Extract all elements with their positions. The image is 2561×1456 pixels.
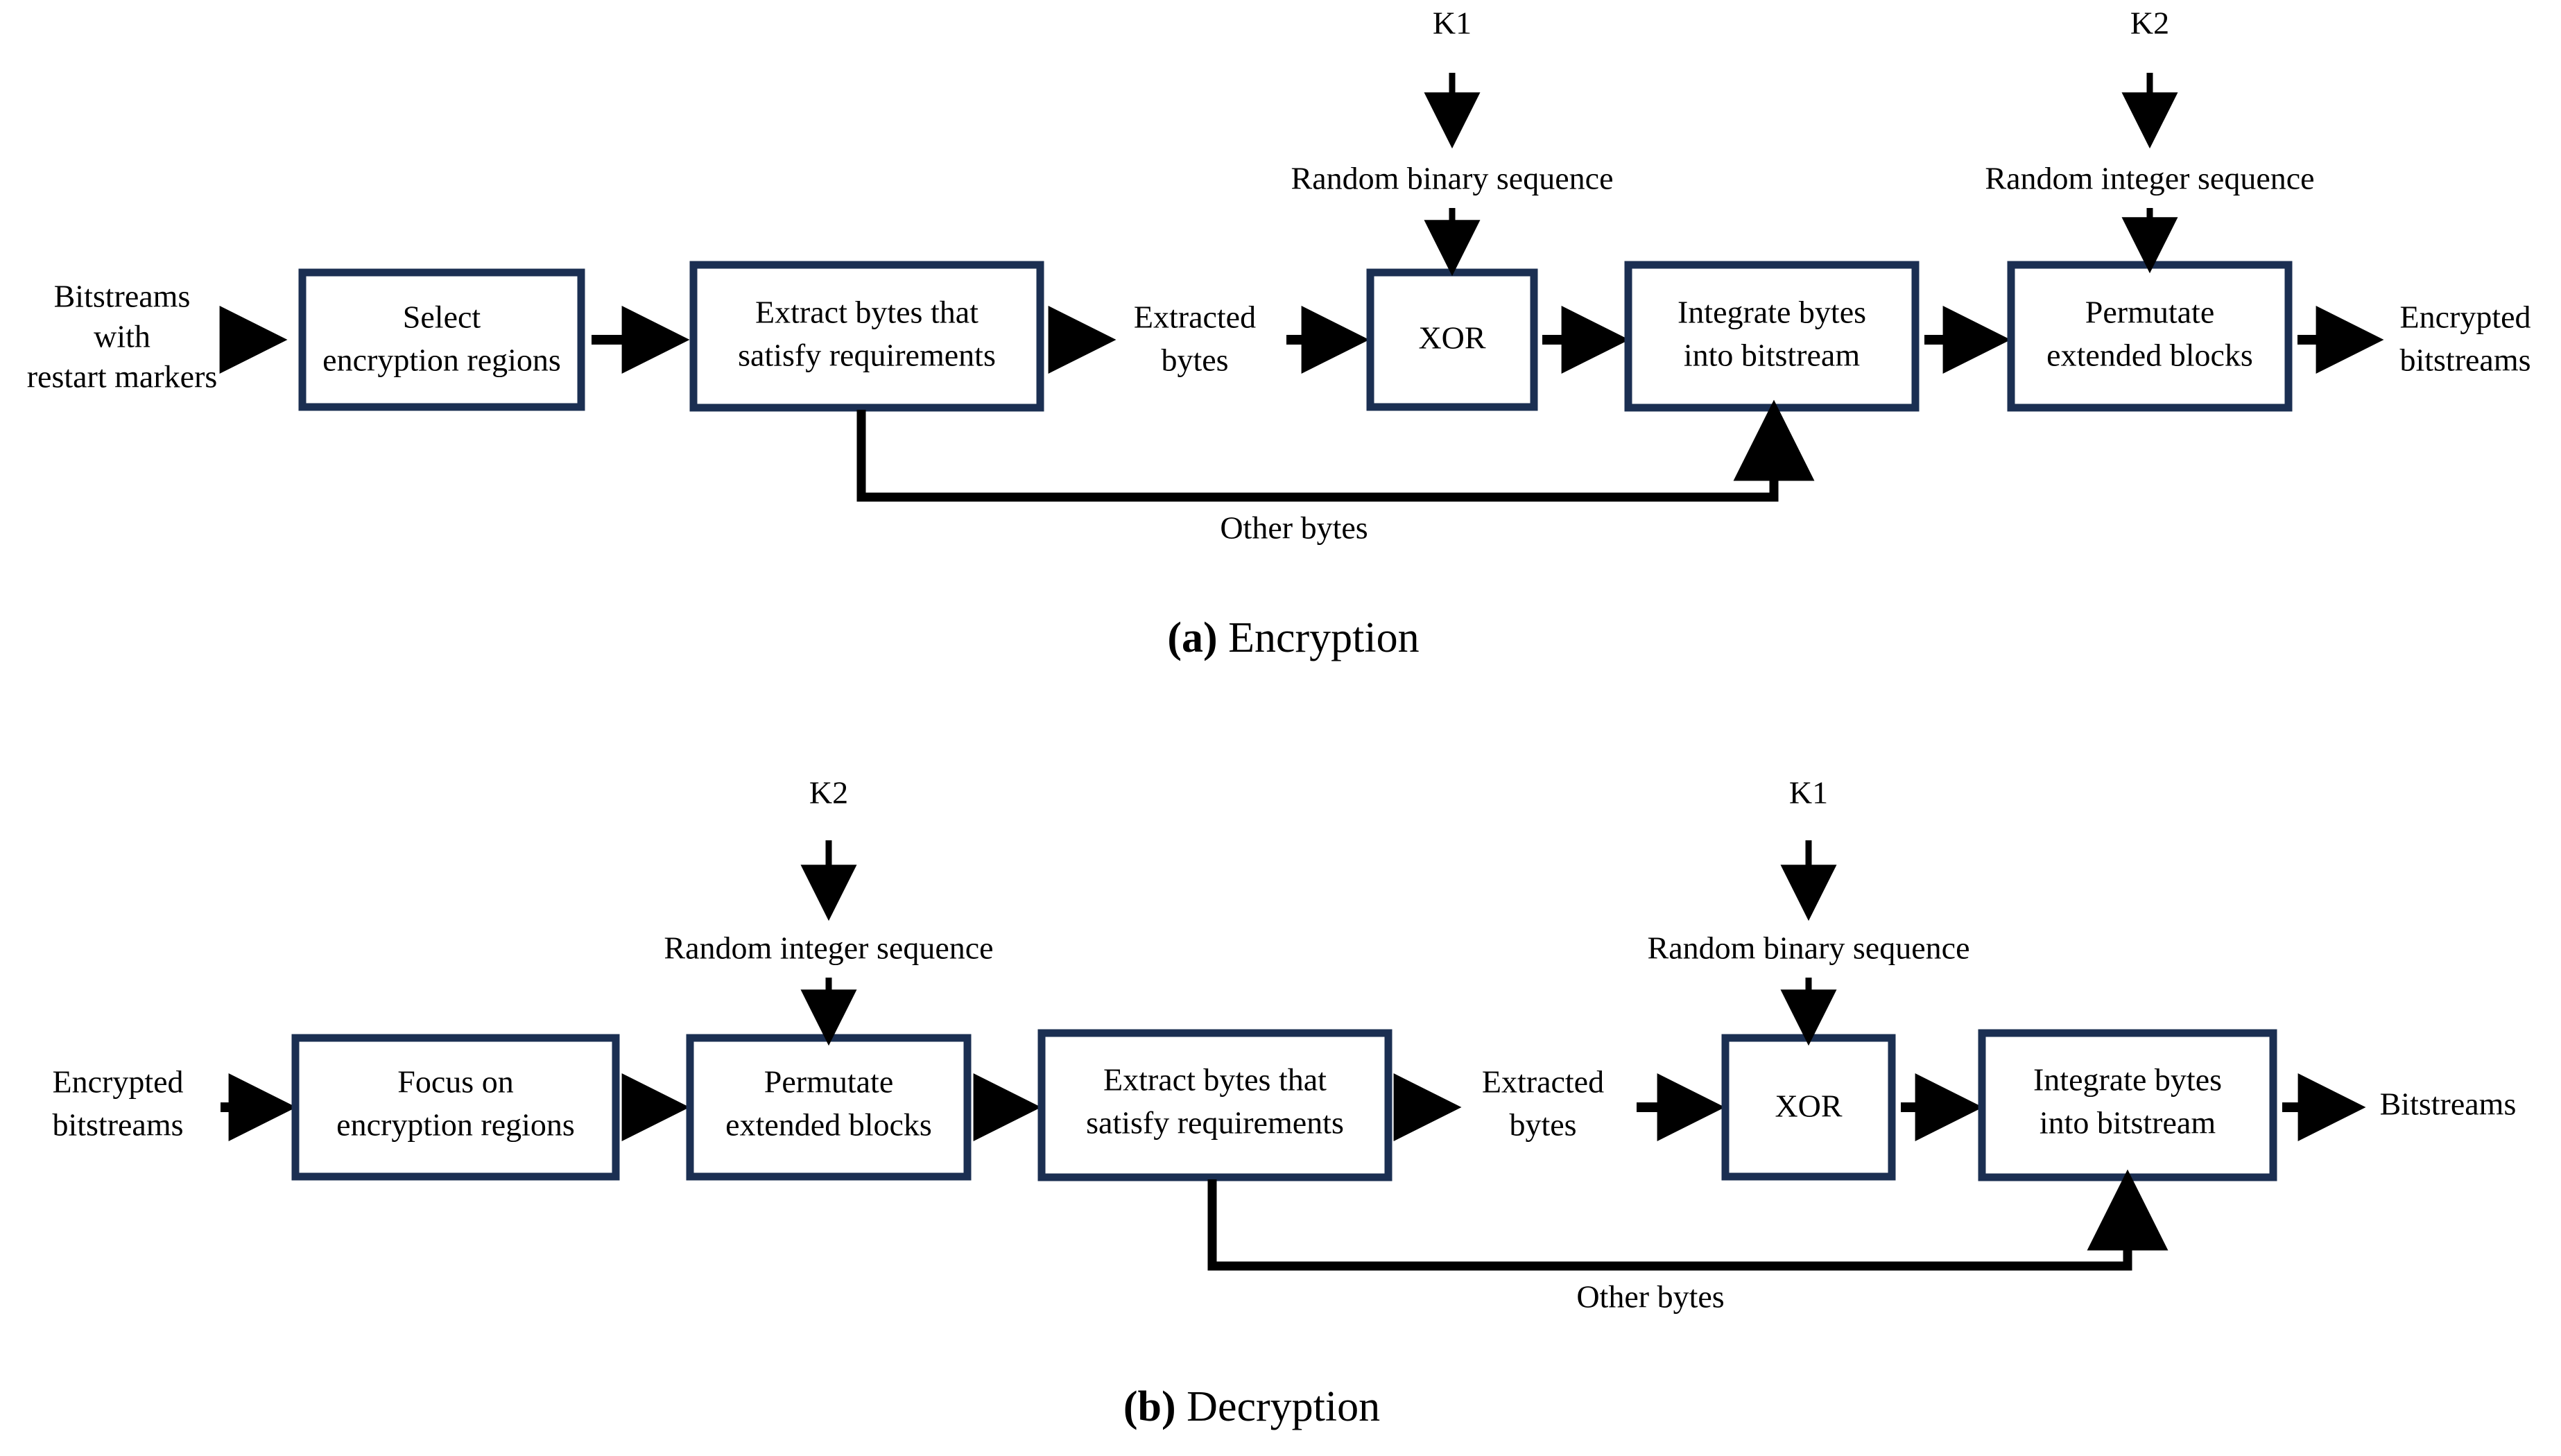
dec-extracted-label-line1: Extracted [1482,1064,1604,1100]
enc-feedback-path-other-bytes [856,399,1815,502]
enc-caption: (a) Encryption [1167,614,1419,661]
enc-key1-label: K1 [1433,6,1472,41]
enc-caption-marker: (a) [1167,614,1217,661]
enc-box-extract-line2: satisfy requirements [738,338,996,373]
enc-input-label-line1: Bitstreams [54,279,191,314]
enc-input-label-line3: restart markers [27,359,218,395]
enc-output-label-line1: Encrypted [2399,300,2530,335]
dec-box-focus-line2: encryption regions [336,1107,575,1143]
dec-feedback-label: Other bytes [1576,1279,1724,1315]
dec-extracted-label-line2: bytes [1509,1107,1576,1143]
enc-box-integrate-line2: into bitstream [1684,338,1860,373]
dec-feedback-path-other-bytes [1207,1169,2168,1271]
dec-box-permutate-line1: Permutate [764,1064,894,1100]
dec-box-focus-line1: Focus on [397,1064,513,1100]
enc-box-xor-label: XOR [1418,320,1485,356]
dec-input-label-line2: bitstreams [52,1107,183,1143]
dec-key2-sequence-label: Random binary sequence [1648,930,1970,966]
enc-box-permutate-line1: Permutate [2085,295,2215,330]
dec-box-extract-line1: Extract bytes that [1103,1062,1327,1098]
dec-box-integrate-line1: Integrate bytes [2033,1062,2222,1098]
dec-caption-marker: (b) [1123,1383,1176,1430]
dec-box-extract-line2: satisfy requirements [1086,1105,1344,1141]
enc-box-xor[interactable] [1366,268,1538,411]
enc-output-label-line2: bitstreams [2399,343,2530,378]
dec-key1-sequence-label: Random integer sequence [664,930,993,966]
dec-box-integrate-bytes[interactable] [1978,1029,2277,1181]
dec-box-integrate-line2: into bitstream [2040,1105,2216,1141]
enc-box-extract-bytes[interactable] [689,261,1044,412]
enc-box-integrate-bytes[interactable] [1624,261,1920,412]
dec-caption-text: Decryption [1187,1383,1380,1430]
enc-box-permutate-line2: extended blocks [2046,338,2253,373]
dec-key1-label: K2 [809,775,848,811]
dec-output-label-line1: Bitstreams [2380,1086,2517,1122]
dec-caption: (b) Decryption [1123,1383,1380,1430]
dec-box-permutate-blocks[interactable] [686,1034,972,1181]
enc-extracted-label-line1: Extracted [1134,300,1256,335]
dec-key2-label: K1 [1789,775,1828,811]
enc-box-extract-line1: Extract bytes that [755,295,978,330]
enc-key1-sequence-label: Random binary sequence [1291,161,1614,196]
dec-box-focus-on-encryption-regions[interactable] [291,1034,620,1181]
enc-box-integrate-line1: Integrate bytes [1678,295,1866,330]
dec-input-label-line1: Encrypted [52,1064,183,1100]
enc-extracted-label-line2: bytes [1161,343,1228,378]
enc-box-select-line2: encryption regions [322,343,561,378]
dec-box-permutate-line2: extended blocks [725,1107,932,1143]
dec-box-xor-label: XOR [1775,1089,1842,1124]
enc-caption-text: Encryption [1228,614,1420,661]
enc-box-select-encryption-regions[interactable] [298,268,585,411]
enc-key2-label: K2 [2130,6,2169,41]
enc-box-select-line1: Select [403,300,481,335]
dec-box-extract-bytes[interactable] [1037,1029,1392,1181]
enc-feedback-label: Other bytes [1220,510,1368,546]
enc-input-label-line2: with [94,319,150,354]
enc-key2-sequence-label: Random integer sequence [1985,161,2314,196]
enc-box-permutate-blocks[interactable] [2007,261,2293,412]
